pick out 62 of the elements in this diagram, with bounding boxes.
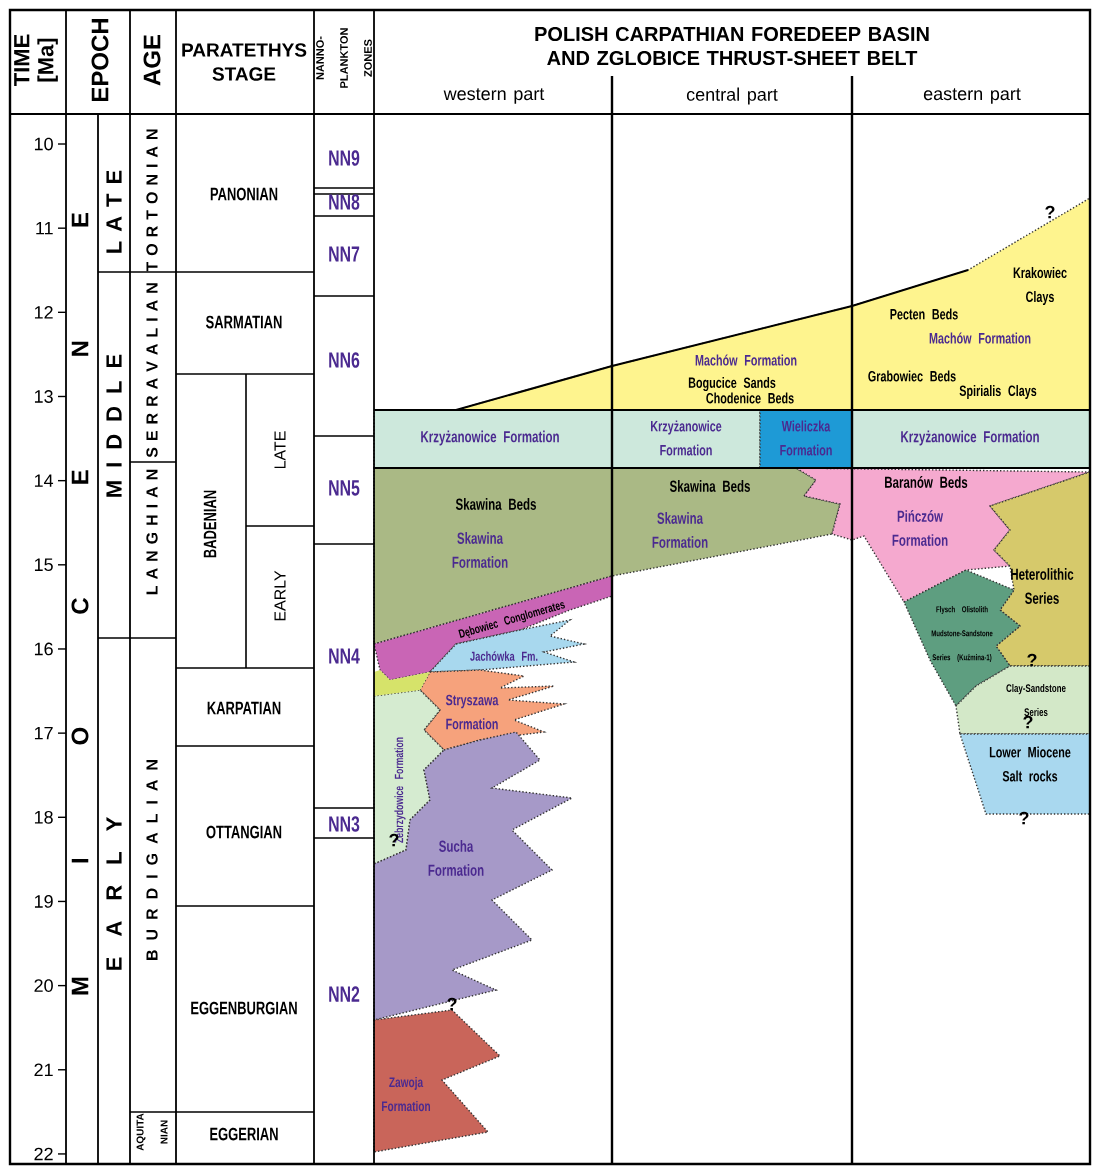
formation-label: Baranów Beds <box>885 476 968 488</box>
tick-label: 18 <box>34 810 53 824</box>
zone-label: NN4 <box>329 648 360 664</box>
tick-label: 17 <box>34 726 53 740</box>
tick-label: 22 <box>34 1147 53 1161</box>
column-header: AGE <box>143 34 161 86</box>
stage-label: PANONIAN <box>210 187 278 201</box>
tick-label: 16 <box>34 642 53 656</box>
zone-label: NN2 <box>329 986 360 1002</box>
formation-label: Skawina Formation <box>652 512 708 548</box>
formation-label: Skawina Formation <box>452 532 508 568</box>
question-mark: ? <box>1045 205 1055 219</box>
question-mark: ? <box>1019 811 1029 825</box>
column-header: western part <box>443 88 545 104</box>
formation-label: Sucha Formation <box>428 840 484 876</box>
tick-label: 19 <box>34 895 53 908</box>
age-label: T O R T O N I A N <box>146 129 158 272</box>
epoch-label: E A R L Y <box>106 817 122 970</box>
zone-label: NN6 <box>329 352 360 368</box>
epoch-label: L A T E <box>106 170 122 253</box>
zone-label: NN9 <box>329 150 360 166</box>
stage-label: EGGENBURGIAN <box>191 1001 297 1015</box>
column-header: central part <box>686 87 778 105</box>
stage-label: SARMATIAN <box>206 315 282 329</box>
tick-label: 14 <box>34 474 54 487</box>
tick-label: 15 <box>34 558 53 572</box>
formation-label: Krzyżanowice Formation <box>421 430 559 446</box>
question-mark: ? <box>447 997 457 1011</box>
tick-label: 20 <box>34 979 53 992</box>
zone-label: NN5 <box>329 480 360 496</box>
stage-label: EARLY <box>274 570 286 621</box>
stage-label: KARPATIAN <box>207 701 281 715</box>
age-label: S E R R A V A L I A N <box>146 283 158 458</box>
column-header: PARATETHYS STAGE <box>182 43 307 81</box>
stage-label: LATE <box>274 431 286 469</box>
epoch-label: M I O C E N E <box>71 212 89 995</box>
zone-label: NN7 <box>329 246 360 262</box>
question-mark: ? <box>389 833 399 847</box>
age-label: B U R D I G A L I A N <box>146 760 158 960</box>
stage-label: EGGERIAN <box>210 1127 278 1141</box>
question-mark: ? <box>1027 653 1037 667</box>
epoch-label: M I D D L E <box>106 354 122 497</box>
formation-label: Krzyżanowice Formation <box>901 430 1039 446</box>
stage-label: BADENIAN <box>203 490 217 558</box>
column-header: eastern part <box>923 88 1021 104</box>
tick-label: 12 <box>34 306 53 319</box>
formation-label: Skawina Beds <box>669 480 750 492</box>
tick-label: 11 <box>36 221 53 235</box>
tick-label: 10 <box>34 137 53 151</box>
chart-heading: POLISH CARPATHIAN FOREDEEP BASIN AND ZGLOBICE THRUST-SHEET BELT <box>535 26 929 66</box>
tick-label: 21 <box>34 1063 53 1077</box>
stage-label: OTTANGIAN <box>206 825 282 839</box>
age-label: L A N G H I A N <box>146 469 158 595</box>
question-mark: ? <box>1023 715 1033 729</box>
formation-label: Skawina Beds <box>455 498 536 510</box>
formation-label: Heterolithic Series <box>1011 568 1074 604</box>
tick-label: 13 <box>34 390 53 403</box>
formation-label: Pińczów Formation <box>892 510 948 546</box>
column-header: TIME [Ma] <box>14 34 58 87</box>
zone-label: NN3 <box>329 816 360 832</box>
zone-label: NN8 <box>329 194 360 210</box>
column-header: EPOCH <box>91 18 109 102</box>
